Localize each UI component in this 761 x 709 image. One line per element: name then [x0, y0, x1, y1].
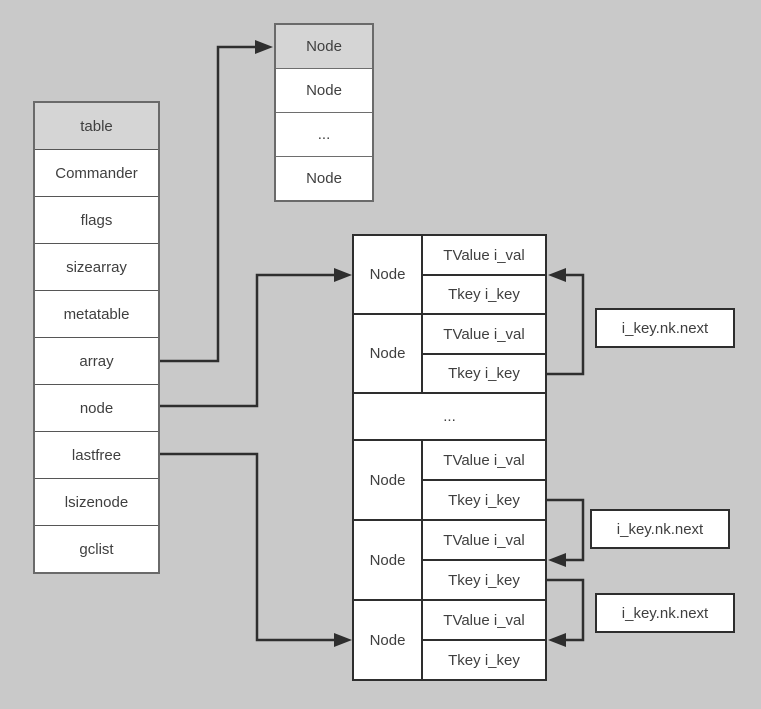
hash-tvalue-cell-4: TValue i_val [423, 521, 545, 559]
node-array-row-2: Node [276, 156, 372, 200]
struct-row-array: array [35, 337, 158, 384]
node-array-row-1: Node [276, 68, 372, 112]
hash-tvalue-cell-2: TValue i_val [423, 315, 545, 353]
hash-node-cell-5: Node [354, 601, 421, 679]
next-label-box-3: i_key.nk.next [595, 593, 735, 633]
hash-node-cell-2: Node [354, 315, 421, 392]
struct-row-flags: flags [35, 196, 158, 243]
hash-tvalue-cell-3: TValue i_val [423, 441, 545, 479]
struct-row-commander: Commander [35, 149, 158, 196]
struct-table: table Commander flags sizearray metatabl… [33, 101, 160, 574]
struct-header-cell: table [35, 103, 158, 149]
hash-tkey-cell-5: Tkey i_key [423, 641, 545, 679]
hash-tvalue-cell-5: TValue i_val [423, 601, 545, 639]
hash-node-cell-4: Node [354, 521, 421, 599]
node-array-header-cell: Node [276, 25, 372, 68]
arrow-node-to-hash-node-1 [160, 268, 352, 408]
hash-tkey-cell-3: Tkey i_key [423, 481, 545, 519]
next-label-box-1: i_key.nk.next [595, 308, 735, 348]
hash-tkey-cell-1: Tkey i_key [423, 276, 545, 313]
node-array-row-ellipsis: ... [276, 112, 372, 156]
struct-row-metatable: metatable [35, 290, 158, 337]
arrow-next-key2-to-node1 [547, 268, 585, 376]
struct-row-lastfree: lastfree [35, 431, 158, 478]
arrow-next-key4-to-node5 [547, 578, 585, 647]
struct-row-sizearray: sizearray [35, 243, 158, 290]
arrow-array-to-node-array [160, 40, 273, 363]
hash-ellipsis-cell: ... [354, 394, 545, 439]
hash-tkey-cell-4: Tkey i_key [423, 561, 545, 599]
node-array-table: Node Node ... Node [274, 23, 374, 202]
hash-tkey-cell-2: Tkey i_key [423, 355, 545, 392]
next-label-box-2: i_key.nk.next [590, 509, 730, 549]
struct-row-node: node [35, 384, 158, 431]
hash-tvalue-cell-1: TValue i_val [423, 236, 545, 274]
arrow-next-key3-to-node4 [547, 498, 585, 567]
hash-node-cell-3: Node [354, 441, 421, 519]
hash-node-cell-1: Node [354, 236, 421, 313]
hash-node-table: Node TValue i_val Tkey i_key Node TValue… [352, 234, 547, 681]
struct-row-lsizenode: lsizenode [35, 478, 158, 525]
struct-row-gclist: gclist [35, 525, 158, 572]
arrow-lastfree-to-hash-node-5 [160, 452, 352, 647]
